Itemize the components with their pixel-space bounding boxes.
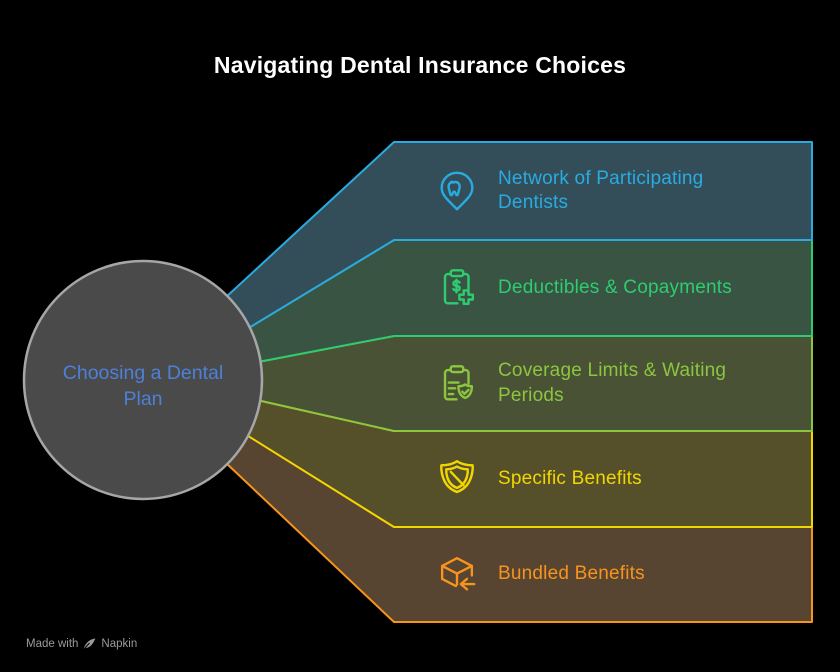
branch-label: Deductibles & Copayments [498,276,732,298]
branch-row-network: Network of Participating Dentists [414,142,812,240]
center-node-label: Choosing a Dental Plan [62,362,224,410]
napkin-quill-icon [83,638,96,650]
shield-slash-icon [440,460,474,494]
branch-label: Network of Participating Dentists [498,167,704,214]
tooth-location-pin-icon [440,171,474,211]
watermark-brand: Napkin [101,637,138,650]
branch-label: Coverage Limits & Waiting Periods [498,360,727,406]
clipboard-dollar-plus-icon [443,269,475,306]
watermark: Made with Napkin [26,637,137,650]
branch-row-bundled: Bundled Benefits [414,527,812,622]
branch-label: Bundled Benefits [498,563,645,585]
branch-label: Specific Benefits [498,467,642,489]
center-node-circle [22,259,264,501]
branch-row-coverage: Coverage Limits & Waiting Periods [414,336,812,431]
clipboard-shield-check-icon [443,364,474,401]
page-title: Navigating Dental Insurance Choices [213,52,627,78]
branch-row-deductibles: Deductibles & Copayments [414,240,812,336]
watermark-prefix: Made with [26,637,79,650]
branch-row-specific: Specific Benefits [414,431,812,527]
package-return-icon [440,556,476,591]
